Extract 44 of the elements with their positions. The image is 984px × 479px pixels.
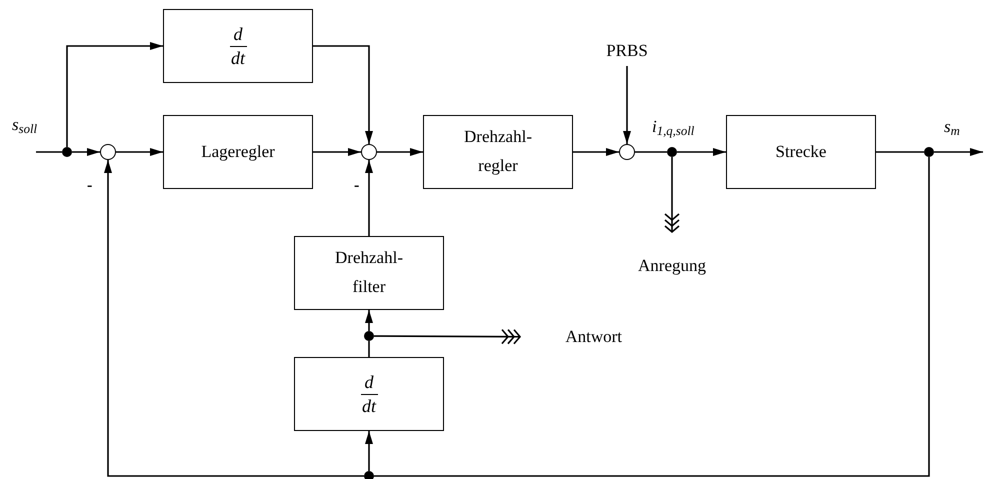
branch-point xyxy=(364,471,374,479)
signal-arrow xyxy=(313,148,361,156)
branch-point xyxy=(364,331,374,341)
block xyxy=(294,236,444,310)
signal-arrow xyxy=(116,148,163,156)
signal-arrow xyxy=(623,66,631,144)
signal-label: Anregung xyxy=(638,254,706,276)
signal-arrow xyxy=(677,148,726,156)
signal-arrow xyxy=(377,148,423,156)
signal-arrow xyxy=(573,148,619,156)
signal-arrow xyxy=(104,160,364,477)
signal-arrow xyxy=(365,310,373,331)
signal-arrow xyxy=(72,148,100,156)
signal-arrow xyxy=(365,431,373,471)
block-label: Lageregler xyxy=(200,140,276,163)
signal-name: s$_{soll}$ xyxy=(12,114,38,138)
block-label: Drehzahl- filter xyxy=(334,247,404,298)
block xyxy=(163,9,313,83)
signal-name: s$_{m}$ xyxy=(944,116,960,140)
numerator: d xyxy=(360,371,378,394)
branch-point xyxy=(924,147,934,157)
block-label: Drehzahl- regler xyxy=(463,126,533,177)
signal-arrow xyxy=(934,148,983,156)
block-label: Strecke xyxy=(774,140,828,163)
branch-point xyxy=(62,147,72,157)
block xyxy=(163,115,313,189)
signal-arrow xyxy=(313,45,373,144)
summing-junction xyxy=(619,144,635,160)
branch-point xyxy=(667,147,677,157)
denominator: dt xyxy=(362,394,376,417)
signal-label: PRBS xyxy=(606,40,648,62)
block xyxy=(294,357,444,431)
minus-sign: - xyxy=(87,176,92,196)
summing-junction xyxy=(100,144,116,160)
minus-sign: - xyxy=(354,176,360,196)
signal-arrow xyxy=(66,42,163,147)
denominator: dt xyxy=(230,46,245,69)
signal-label: Antwort xyxy=(565,326,622,348)
numerator: d xyxy=(230,23,246,46)
summing-junction xyxy=(361,144,377,160)
block xyxy=(726,115,876,189)
signal-arrow xyxy=(365,160,373,236)
block xyxy=(423,115,573,189)
signal-name: i$_{1,q,soll}$ xyxy=(652,116,694,140)
